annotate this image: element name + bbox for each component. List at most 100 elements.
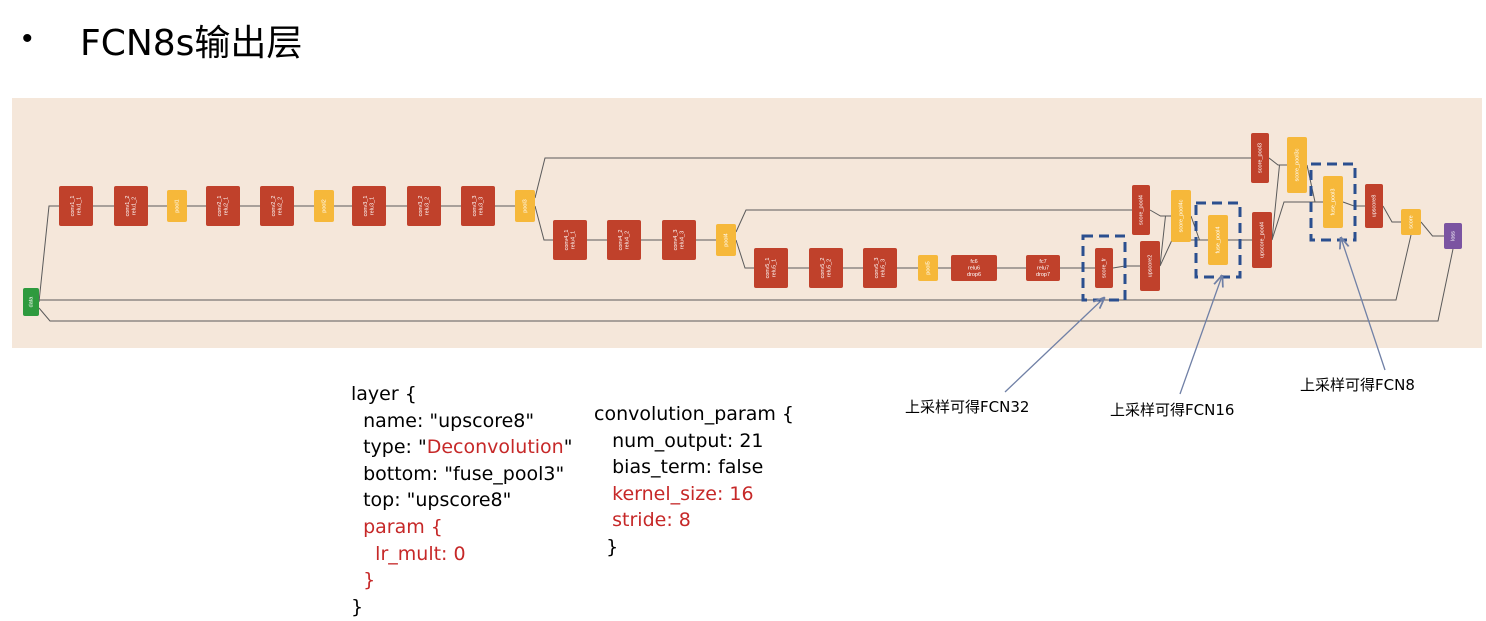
node-label-upscore8-0: upscore8 — [1371, 195, 1377, 218]
node-label-conv2_2-1: relu2_2 — [278, 197, 284, 215]
node-label-conv2_1-0: conv2_1 — [217, 196, 223, 217]
node-label-score_pool4-0: score_pool4 — [1138, 195, 1144, 225]
layer-code-line-6-text — [351, 543, 375, 565]
conv-param-code-line-1-text: num_output: 21 — [594, 429, 764, 452]
slide-title: FCN8s输出层 — [80, 23, 303, 64]
node-label-data-0: data — [28, 296, 34, 308]
node-label-conv4_3-0: conv4_3 — [673, 230, 679, 251]
node-box-conv2_1 — [206, 186, 240, 226]
node-box-score_pool4c — [1171, 190, 1191, 242]
node-box-loss — [1444, 223, 1462, 249]
node-label-pool4-0: pool4 — [723, 233, 729, 246]
node-box-pool3 — [515, 190, 535, 222]
conv-param-code-line-5-text: } — [594, 535, 619, 558]
node-box-conv5_1 — [754, 248, 788, 288]
node-data: data — [23, 288, 39, 316]
layer-code-line-2-text: type: " — [351, 436, 427, 459]
node-label-conv4_1-0: conv4_1 — [564, 230, 570, 251]
node-label-conv5_3-1: relu5_3 — [881, 259, 887, 277]
node-label-fc6-2: drop6 — [967, 272, 981, 278]
highlight-box-score_fr — [1081, 234, 1127, 302]
node-label-conv5_2-0: conv5_2 — [820, 258, 826, 279]
node-box-score_fr — [1095, 248, 1113, 288]
layer-code-line-5-text — [351, 516, 363, 538]
node-label-conv2_2-0: conv2_2 — [271, 196, 277, 217]
diagram-background — [12, 98, 1482, 348]
node-label-score_pool4c-0: score_pool4c — [1178, 199, 1184, 232]
node-box-score — [1401, 209, 1421, 235]
layer-code-line-5: param { — [351, 514, 572, 541]
layer-code-line-5-highlight: param { — [363, 515, 443, 538]
node-box-score_pool3c — [1287, 137, 1307, 193]
node-pool5: pool5 — [918, 255, 938, 281]
node-box-conv1_2 — [114, 186, 148, 226]
layer-code-line-6-highlight: lr_mult: 0 — [375, 542, 466, 565]
layer-code-line-4: top: "upscore8" — [351, 487, 572, 514]
node-label-conv3_3-0: conv3_3 — [472, 196, 478, 217]
node-score_pool3: score_pool3 — [1251, 133, 1269, 183]
node-label-fc7-0: fc7 — [1039, 259, 1046, 265]
node-label-conv1_1-0: conv1_1 — [70, 196, 76, 217]
callout-fcn16: 上采样可得FCN16 — [1110, 401, 1235, 419]
layer-code-line-0: layer { — [351, 381, 572, 408]
conv-param-code-line-5: } — [594, 534, 794, 561]
node-label-fc6-0: fc6 — [970, 259, 977, 265]
node-label-conv1_2-1: relu1_2 — [132, 197, 138, 215]
callout-arrow-fcn16 — [1179, 276, 1222, 395]
node-box-conv4_2 — [607, 220, 641, 260]
node-label-upscore2-0: upscore2 — [1147, 255, 1153, 278]
bullet-marker: • — [22, 22, 33, 55]
callout-arrow-fcn32 — [1004, 298, 1104, 393]
node-fuse_pool3: fuse_pool3 — [1323, 176, 1343, 228]
node-label-pool2-0: pool2 — [321, 199, 327, 212]
node-pool4: pool4 — [716, 224, 736, 256]
node-score_fr: score_fr — [1095, 248, 1113, 288]
node-label-score_pool3-0: score_pool3 — [1257, 143, 1263, 173]
conv-param-code-line-0: convolution_param { — [594, 401, 794, 428]
callout-fcn8: 上采样可得FCN8 — [1300, 376, 1415, 394]
edge-score_pool4c-to-fuse_pool4 — [1190, 215, 1208, 241]
conv-param-code-line-3-highlight: kernel_size: 16 — [612, 482, 754, 505]
edge-data-to-conv1_1 — [38, 205, 59, 303]
node-box-pool4 — [716, 224, 736, 256]
node-box-conv1_1 — [59, 186, 93, 226]
node-label-fuse_pool4-0: fuse_pool4 — [1215, 227, 1221, 254]
node-label-loss-0: loss — [1450, 231, 1456, 241]
edge-data-to-score — [39, 234, 1412, 301]
node-upscore2: upscore2 — [1140, 241, 1160, 291]
layer-code-line-2-highlight: Deconvolution — [426, 436, 564, 459]
node-label-conv3_1-1: relu3_1 — [370, 197, 376, 215]
node-score_pool4c: score_pool4c — [1171, 190, 1191, 242]
node-box-conv4_3 — [662, 220, 696, 260]
conv-param-code-line-3-text — [594, 483, 612, 505]
node-label-conv4_2-1: relu4_2 — [625, 231, 631, 249]
code-block-convolution-param: convolution_param { num_output: 21 bias_… — [594, 401, 794, 561]
node-label-conv5_3-0: conv5_3 — [874, 258, 880, 279]
node-loss: loss — [1444, 223, 1462, 249]
conv-param-code-line-1: num_output: 21 — [594, 428, 794, 455]
node-label-conv4_3-1: relu4_3 — [680, 231, 686, 249]
node-box-conv5_3 — [863, 248, 897, 288]
conv-param-code-line-4-text — [594, 509, 612, 531]
node-upscore_pool4: upscore_pool4 — [1252, 212, 1272, 268]
layer-code-line-3-text: bottom: "fuse_pool3" — [351, 462, 565, 485]
highlight-box-fuse_pool3 — [1309, 162, 1357, 242]
node-score_pool4: score_pool4 — [1132, 185, 1150, 235]
node-label-conv5_1-0: conv5_1 — [765, 258, 771, 279]
node-box-conv3_1 — [352, 186, 386, 226]
node-box-conv3_3 — [461, 186, 495, 226]
node-box-conv5_2 — [809, 248, 843, 288]
node-box-pool2 — [314, 190, 334, 222]
node-box-conv3_2 — [407, 186, 441, 226]
node-pool1: pool1 — [167, 190, 187, 222]
edge-upscore_pool4-to-score_pool3c — [1271, 164, 1287, 241]
layer-code-line-1: name: "upscore8" — [351, 408, 572, 435]
